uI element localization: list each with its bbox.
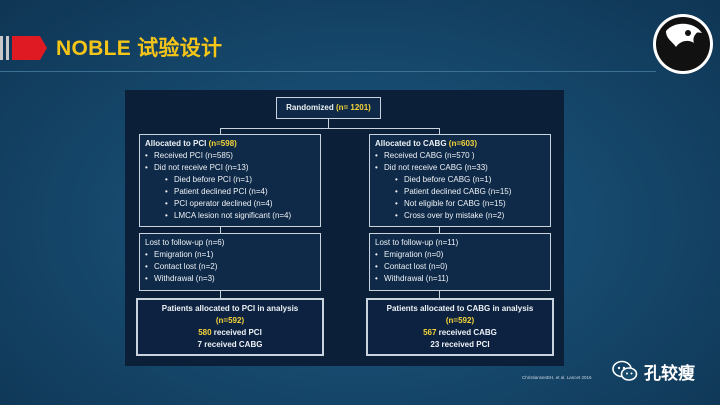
pci-reason: LMCA lesion not significant (n=4) (165, 210, 315, 222)
slide-title: NOBLE 试验设计 (56, 37, 223, 60)
pci-reason: Patient declined PCI (n=4) (165, 186, 315, 198)
cabg-analysis-label: Patients allocated to CABG in analysis (386, 304, 534, 313)
pci-allocated-count: (n=598) (208, 139, 237, 148)
pci-analysis-line1: 580 received PCI (142, 327, 318, 339)
cabg-analysis-line2: 23 received PCI (430, 340, 490, 349)
cabg-followup-box: Lost to follow-up (n=11) Emigration (n=0… (369, 233, 551, 291)
connector (220, 128, 440, 129)
pci-followup-label: Lost to follow-up (n=6) (145, 238, 225, 247)
cabg-reason: Patient declined CABG (n=15) (395, 186, 545, 198)
cabg-received: Received CABG (n=570 ) (375, 150, 545, 162)
pci-followup-item: Contact lost (n=2) (145, 261, 315, 273)
connector (328, 119, 329, 128)
pci-received: Received PCI (n=585) (145, 150, 315, 162)
pci-received-pci-count: 580 (198, 328, 212, 337)
red-arrow-icon (0, 36, 47, 60)
pci-analysis-line2: 7 received CABG (197, 340, 263, 349)
randomized-box: Randomized (n= 1201) (276, 97, 381, 119)
cabg-followup-item: Emigration (n=0) (375, 249, 545, 261)
cabg-followup-item: Withdrawal (n=11) (375, 273, 545, 285)
cabg-reason: Not eligible for CABG (n=15) (395, 198, 545, 210)
pci-followup-item: Emigration (n=1) (145, 249, 315, 261)
pci-received-pci-text: received PCI (211, 328, 262, 337)
panda-logo-icon (653, 14, 713, 74)
pci-analysis-label: Patients allocated to PCI in analysis (161, 304, 299, 313)
cabg-allocated-label: Allocated to CABG (375, 139, 447, 148)
connector (439, 128, 440, 134)
cabg-followup-item: Contact lost (n=0) (375, 261, 545, 273)
cabg-not-received: Did not receive CABG (n=33) (375, 162, 545, 174)
cabg-followup-label: Lost to follow-up (n=11) (375, 238, 459, 247)
cabg-reason: Cross over by mistake (n=2) (395, 210, 545, 222)
connector (220, 291, 221, 298)
randomized-count: (n= 1201) (335, 103, 371, 112)
pci-allocated-box: Allocated to PCI (n=598) Received PCI (n… (139, 134, 321, 227)
pci-reason: PCI operator declined (n=4) (165, 198, 315, 210)
pci-followup-item: Withdrawal (n=3) (145, 273, 315, 285)
watermark-text: 孔较瘦 (644, 363, 695, 384)
connector (220, 128, 221, 134)
connector (439, 291, 440, 298)
cabg-received-cabg-text: received CABG (436, 328, 497, 337)
connector (220, 227, 221, 233)
cabg-analysis-line1: 567 received CABG (372, 327, 548, 339)
connector (439, 227, 440, 233)
cabg-analysis-box: Patients allocated to CABG in analysis (… (366, 298, 554, 356)
cabg-allocated-box: Allocated to CABG (n=603) Received CABG … (369, 134, 551, 227)
cabg-received-cabg-count: 567 (423, 328, 437, 337)
wechat-icon (612, 360, 638, 381)
cabg-allocated-count: (n=603) (448, 139, 478, 148)
title-divider (0, 71, 656, 72)
cabg-analysis-count: (n=592) (445, 316, 475, 325)
pci-allocated-label: Allocated to PCI (145, 139, 207, 148)
cabg-reason: Died before CABG (n=1) (395, 174, 545, 186)
randomized-label: Randomized (286, 103, 334, 112)
pci-followup-box: Lost to follow-up (n=6) Emigration (n=1)… (139, 233, 321, 291)
pci-analysis-box: Patients allocated to PCI in analysis (n… (136, 298, 324, 356)
pci-not-received: Did not receive PCI (n=13) (145, 162, 315, 174)
watermark: 孔较瘦 (612, 357, 695, 385)
pci-reason: Died before PCI (n=1) (165, 174, 315, 186)
flowchart-panel: Randomized (n= 1201) Allocated to PCI (n… (125, 90, 564, 366)
citation: ChristiansenEH, et al. Lancet 2016 (522, 375, 592, 380)
pci-analysis-count: (n=592) (215, 316, 245, 325)
